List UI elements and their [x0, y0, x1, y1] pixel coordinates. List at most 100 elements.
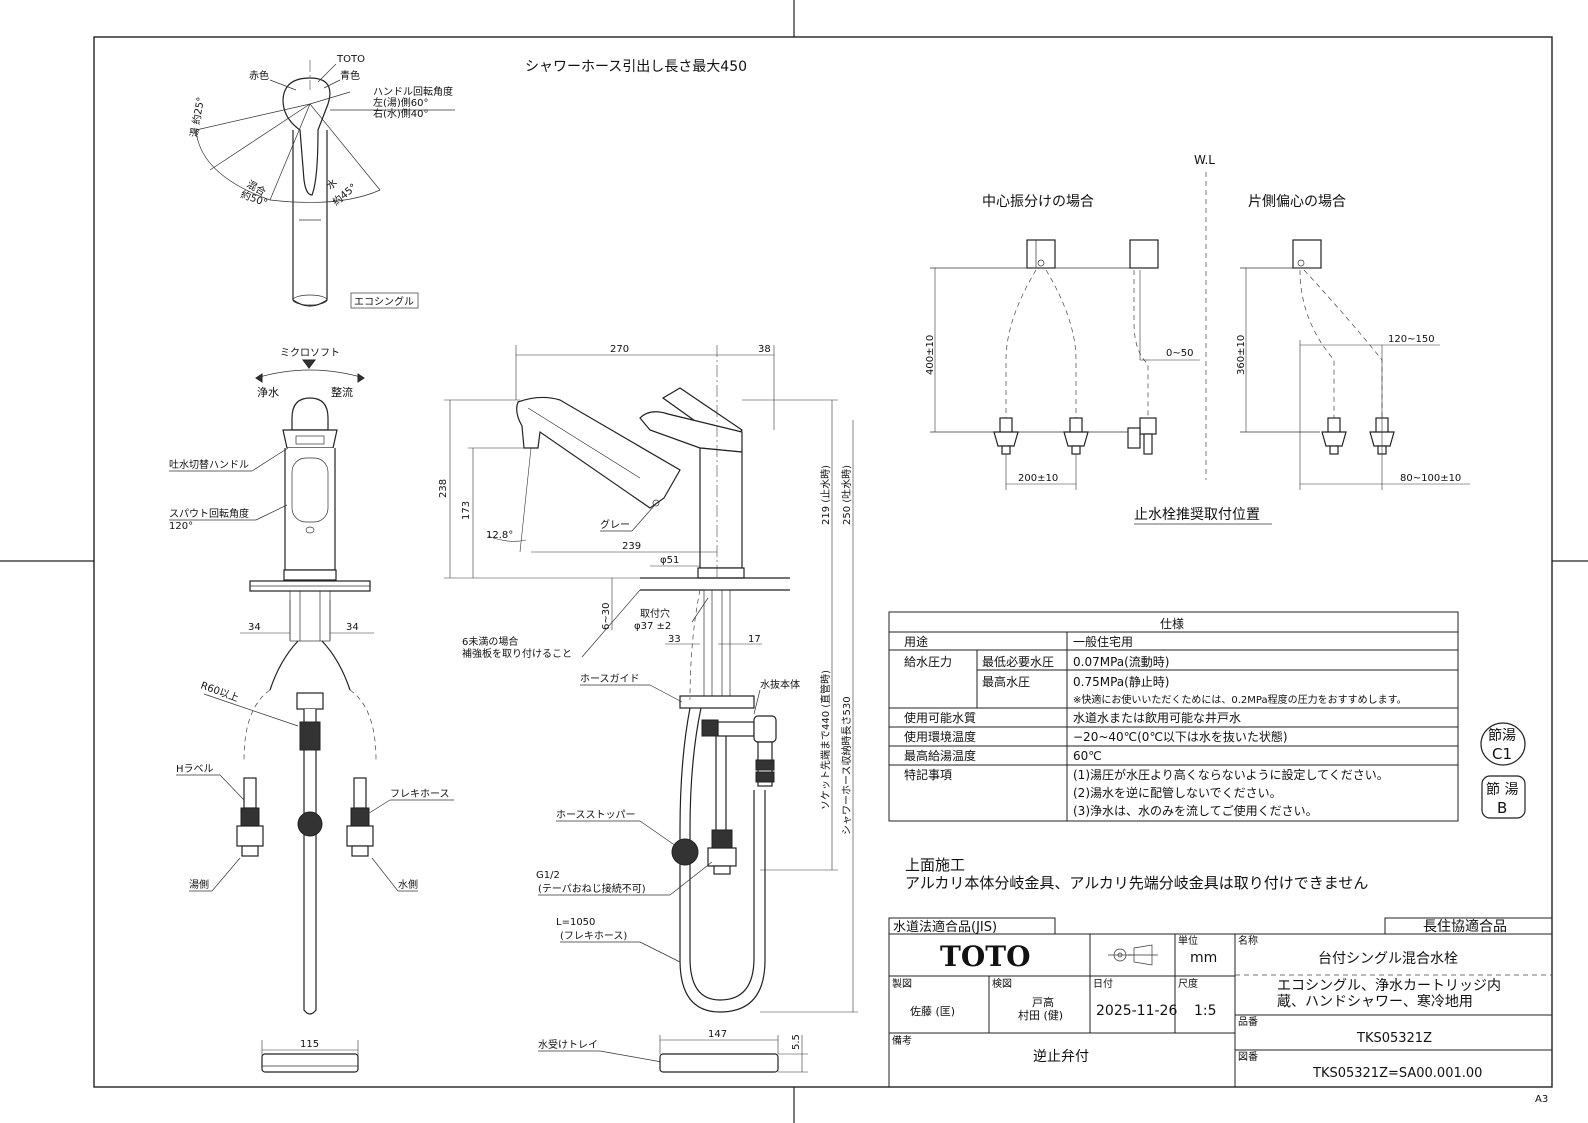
- hot-side-label: 湯側: [189, 878, 209, 891]
- date-value: 2025-11-26: [1096, 1003, 1177, 1019]
- dim-80-100: 80~100±10: [1400, 473, 1461, 484]
- product-desc-1: エコシングル、浄水カートリッジ内: [1277, 978, 1501, 994]
- paper-size-label: A3: [1535, 1094, 1548, 1105]
- dim-38: 38: [758, 344, 771, 355]
- dim-12-8: 12.8°: [486, 530, 513, 541]
- valve-left-side: [1321, 417, 1347, 455]
- spec-row-0-label: 用途: [904, 634, 928, 649]
- l1050-label-2: (フレキホース): [560, 930, 627, 942]
- product-desc-2: 蔵、ハンドシャワー、寒冷地用: [1277, 993, 1473, 1010]
- stop-valve-title: 止水栓推奨取付位置: [1134, 507, 1260, 523]
- dim-33: 33: [668, 634, 681, 645]
- center-case-title: 中心振分けの場合: [982, 194, 1094, 210]
- spec-row-1-value: 0.07MPa(流動時): [1073, 655, 1170, 669]
- projection-symbol: [1108, 944, 1158, 966]
- remarks-label: 備考: [892, 1034, 912, 1047]
- badge-c1-top: 節湯: [1488, 727, 1516, 744]
- wl-label: W.L: [1194, 153, 1215, 167]
- badge-b-bottom: B: [1497, 799, 1507, 817]
- unit-label: 単位: [1178, 934, 1198, 947]
- unit-value: mm: [1190, 950, 1217, 966]
- dim-173: 173: [461, 501, 472, 520]
- spec-row-4-label: 使用可能水質: [904, 710, 976, 725]
- front-view: ミクロソフト 浄水 整流 吐水切替ハンドル スパウト回転角度 120°: [169, 347, 454, 1073]
- dim-0-50: 0~50: [1166, 348, 1193, 359]
- dim-238: 238: [438, 479, 449, 498]
- spec-row-2-value: 0.75MPa(静止時): [1073, 675, 1170, 689]
- product-name: 台付シングル混合水栓: [1318, 951, 1458, 967]
- cold-connector: [346, 777, 374, 857]
- choju-label: 長住協適合品: [1423, 918, 1507, 935]
- remarks-value: 逆止弁付: [1033, 1049, 1089, 1065]
- spout-switch-handle-label: 吐水切替ハンドル: [169, 458, 249, 471]
- dim-200: 200±10: [1018, 473, 1058, 484]
- side-view: 270 38 238 173 12.8° 239 グレー φ51 219 (止水…: [438, 344, 858, 1073]
- top-view: TOTO 赤色 青色 ハンドル回転角度 左(湯)側60° 右(水)側40° 湯 …: [187, 54, 455, 309]
- reinforce-label-2: 補強板を取り付けること: [462, 647, 572, 660]
- spec-row-6-value: 60℃: [1073, 749, 1102, 763]
- straight-label: 整流: [331, 385, 353, 399]
- l1050-label-1: L=1050: [556, 917, 595, 928]
- checked-value-1: 戸高: [1032, 995, 1054, 1009]
- date-label: 日付: [1093, 977, 1113, 990]
- spec-row-0-value: 一般住宅用: [1073, 634, 1133, 649]
- dim-115: 115: [300, 1039, 319, 1050]
- drawing-number: TKS05321Z=SA00.001.00: [1312, 1066, 1482, 1081]
- spec-row-1-label: 給水圧力: [904, 655, 952, 669]
- valve-side-center: [1127, 417, 1157, 455]
- dim-250: 250 (吐水時): [841, 465, 853, 525]
- dim-34-right: 34: [346, 622, 359, 633]
- reinforce-label-1: 6未満の場合: [462, 635, 518, 648]
- h-label: Hラベル: [176, 763, 214, 775]
- drain-body-label: 水抜本体: [760, 678, 800, 691]
- spec-row-5-value: −20~40℃(0℃以下は水を抜いた状態): [1073, 729, 1288, 744]
- part-number: TKS05321Z: [1356, 1031, 1432, 1046]
- top-install-label: 上面施工: [905, 856, 965, 874]
- blue-label: 青色: [340, 69, 360, 82]
- setsuyu-b-badge: 節 湯 B: [1481, 775, 1526, 819]
- purified-label: 浄水: [257, 385, 279, 399]
- hose-stopper-label: ホースストッパー: [556, 809, 636, 821]
- spout-rotation-label-1: スパウト回転角度: [169, 507, 249, 520]
- dim-400: 400±10: [925, 335, 936, 375]
- spec-row-4-value: 水道水または飲用可能な井戸水: [1073, 710, 1241, 725]
- side-case-title: 片側偏心の場合: [1248, 194, 1346, 210]
- spec-title: 仕様: [1160, 617, 1184, 631]
- badge-b-top: 節 湯: [1486, 781, 1518, 798]
- checked-label: 検図: [992, 977, 1012, 990]
- dim-120-150: 120~150: [1388, 334, 1435, 345]
- handle-angle-left: 左(湯)側60°: [373, 96, 429, 109]
- handle-angle-right: 右(水)側40°: [373, 107, 429, 120]
- scale-label: 尺度: [1178, 977, 1198, 990]
- dim-6-30: 6~30: [601, 603, 612, 630]
- dim-270: 270: [610, 344, 629, 355]
- eco-single-label: エコシングル: [354, 295, 414, 308]
- g12-label-2: (テーパおねじ接続不可): [538, 882, 646, 895]
- mount-hole-label-1: 取付穴: [640, 607, 670, 620]
- dim-239: 239: [622, 541, 641, 552]
- name-label: 名称: [1238, 934, 1258, 947]
- alkali-note: アルカリ本体分岐金具、アルカリ先端分岐金具は取り付けできません: [905, 874, 1368, 892]
- spec-row-8-value: (2)湯水を逆に配管しないでください。: [1073, 785, 1282, 800]
- spec-row-1-sub: 最低必要水圧: [982, 655, 1054, 669]
- checked-value-2: 村田 (健): [1018, 1008, 1063, 1022]
- spec-row-9-value: (3)浄水は、水のみを流してご使用ください。: [1073, 803, 1318, 818]
- spec-row-6-label: 最高給湯温度: [904, 748, 976, 763]
- scale-value: 1:5: [1194, 1003, 1217, 1019]
- hose-guide-label: ホースガイド: [580, 673, 640, 685]
- grey-label: グレー: [600, 518, 630, 531]
- g12-label-1: G1/2: [536, 870, 560, 881]
- mount-hole-label-2: φ37 ±2: [634, 621, 671, 632]
- r60-label: R60以上: [199, 680, 240, 705]
- spec-row-2-sub: 最高水圧: [982, 674, 1030, 689]
- dim-34-left: 34: [248, 622, 261, 633]
- title-block: 水道法適合品(JIS) 長住協適合品 TOTO 単位 mm 名称 台付シングル混…: [888, 917, 1553, 1088]
- badge-c1-bottom: C1: [1492, 745, 1512, 763]
- dim-147: 147: [708, 1029, 727, 1040]
- hot-arc-label: 湯 約25°: [187, 96, 207, 139]
- drawn-label: 製図: [892, 977, 912, 990]
- flex-hose-label: フレキホース: [390, 788, 450, 800]
- dim-phi51: φ51: [660, 555, 679, 566]
- hose-storage-note: シャワーホース収納時長さ530: [840, 696, 853, 835]
